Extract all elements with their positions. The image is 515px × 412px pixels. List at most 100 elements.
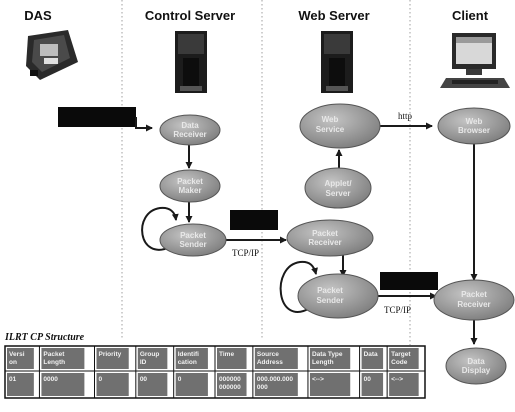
node-packet-sender-cs: Packet Sender [159,223,227,257]
node-label: Sender [316,296,343,305]
column-title-client: Client [452,8,489,23]
node-label: Data [181,121,199,130]
structure-value-cell: 0 [96,371,137,398]
structure-cell-text: 0000 [43,376,58,383]
structure-value-cell: 0000 [41,371,96,398]
column-separators [121,0,411,345]
node-label: Sender [179,240,206,249]
node-label: Web [322,115,339,124]
structure-cell-text: on [9,359,17,366]
edge-label-tcpip-1: TCP/IP [232,248,259,258]
structure-value-cell: 0 [175,371,216,398]
edge-label-http: http [398,111,413,121]
node-web-browser: Web Browser [437,107,511,145]
node-label: Web [466,117,483,126]
node-data-display: Data Display [445,347,507,385]
node-label: Display [462,366,491,375]
structure-header-cell: Data [361,346,388,371]
node-label: Packet [317,286,343,295]
structure-cell-text: Length [43,359,65,366]
structure-title: ILRT CP Structure [4,332,85,343]
edge-das-to-data-receiver [135,117,153,132]
node-label: Packet [177,177,203,186]
column-title-das: DAS [24,8,52,23]
das-device-icon [26,30,78,80]
structure-cell-text: 0 [178,376,182,383]
structure-cell-text: <--> [312,376,324,383]
server-tower-icon [175,31,207,93]
node-web-service: Web Service [299,103,381,149]
node-label: Packet [180,231,206,240]
structure-cell-text: 01 [9,376,17,383]
node-label: Packet [312,229,338,238]
structure-value-cell: <--> [309,371,361,398]
structure-cell-text: Time [219,351,234,358]
edge-label-tcpip-2: TCP/IP [384,305,411,315]
structure-cell-text: Priority [99,351,122,358]
structure-cell-text: 0 [99,376,103,383]
structure-cell-text: Identifi [178,351,199,358]
structure-header-cell: Time [217,346,254,371]
node-label: Data [467,357,485,366]
edges [135,117,478,345]
structure-cell-text: 000 [257,384,268,391]
structure-cell-text: Target [391,351,411,358]
structure-cell-text: cation [178,359,197,366]
structure-cell-text: 00 [140,376,148,383]
structure-cell-text: <--> [391,376,403,383]
node-packet-receiver-ws: Packet Receiver [286,219,374,257]
structure-value-cell: 00 [361,371,388,398]
node-packet-receiver-client: Packet Receiver [433,279,515,321]
structure-cell-text: 00 [364,376,372,383]
structure-cell-text: Data [364,351,378,358]
structure-cell-text: 000.000.000 [257,376,294,383]
desktop-computer-icon [440,33,510,88]
packet-box-2 [230,210,278,230]
structure-cell-text: Code [391,359,408,366]
structure-cell-text: 000000 [219,376,241,383]
column-title-web-server: Web Server [298,8,369,23]
node-packet-sender-ws: Packet Sender [297,273,379,319]
node-label: Server [326,189,351,198]
structure-cell-text: ID [140,359,147,366]
structure-cell-text: Source [257,351,279,358]
loop-packet-sender-cs [141,206,179,251]
structure-value-cell: 00 [137,371,175,398]
node-label: Maker [178,186,201,195]
node-label: Receiver [173,130,206,139]
structure-cell-text: Length [312,359,334,366]
structure-cell-text: Address [257,359,283,366]
structure-cell-text: Group [140,351,160,358]
node-label: Receiver [308,238,341,247]
column-title-control-server: Control Server [145,8,235,23]
server-tower-icon [321,31,353,93]
node-label: Browser [458,126,490,135]
structure-value-cell: 01 [7,371,40,398]
structure-cell-text: Versi [9,351,25,358]
node-applet-server: Applet/ Server [304,167,372,209]
structure-value-cell: 000.000.000000 [254,371,309,398]
node-data-receiver: Data Receiver [159,114,221,146]
packet-box-1 [58,107,136,127]
structure-cell-text: Data Type [312,351,343,358]
node-packet-maker: Packet Maker [159,169,221,203]
node-label: Receiver [457,300,490,309]
packet-box-3 [380,272,438,290]
node-label: Packet [461,290,487,299]
structure-cell-text: 000000 [219,384,241,391]
node-label: Applet/ [324,179,352,188]
node-label: Service [316,125,345,134]
structure-value-cell: <--> [389,371,426,398]
structure-cell-text: Packet [43,351,65,358]
